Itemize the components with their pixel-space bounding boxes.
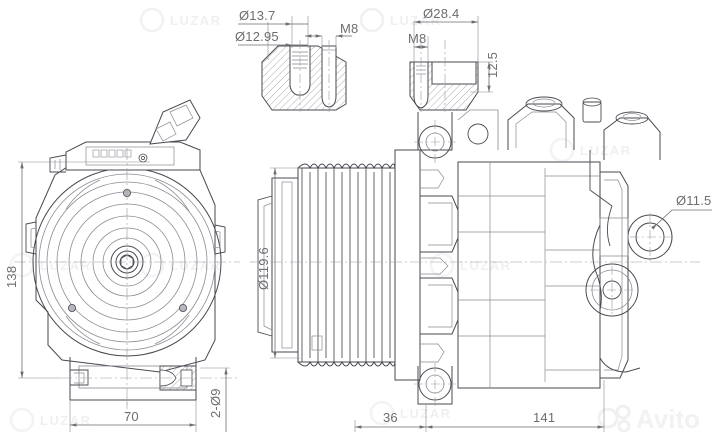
dim-36-label: 36 (383, 410, 398, 425)
watermark-brand-label-1: LUZAR (170, 13, 222, 28)
detail-right-section: M8 Ø28.4 12.5 (408, 6, 500, 112)
watermark-brand-label-8: LUZAR (400, 406, 452, 421)
watermark-avito-label: Avito (636, 404, 700, 434)
dim-2-o9-label: 2-Ø9 (208, 388, 223, 418)
dim-70-label: 70 (124, 409, 139, 424)
detail-left-section: Ø13.7 Ø12.95 M8 (235, 8, 358, 112)
front-view: 138 70 2-Ø9 (4, 99, 240, 432)
dim-12-5-label: 12.5 (485, 52, 500, 78)
dim-138-label: 138 (4, 266, 19, 288)
watermark-avito: Avito (597, 404, 700, 434)
dim-12-95-label: Ø12.95 (235, 29, 279, 44)
watermark-brand-upper-right: LUZAR (549, 137, 632, 163)
dim-m8-left-label: M8 (340, 21, 358, 36)
dim-119-6-label: Ø119.6 (256, 247, 271, 290)
dim-141-label: 141 (533, 410, 555, 425)
watermark-brand-bottom-center: LUZAR (369, 400, 452, 426)
watermark-brand-top: LUZAR (139, 7, 222, 33)
side-view: Ø119.6 36 141 Ø11.5 (250, 96, 712, 432)
dim-11-5-label: Ø11.5 (676, 193, 711, 208)
dim-13-7-label: Ø13.7 (239, 8, 275, 23)
dim-28-4-label: Ø28.4 (423, 6, 459, 21)
watermark-brand-label-5: LUZAR (580, 143, 632, 158)
dim-m8-right-label: M8 (408, 31, 426, 46)
